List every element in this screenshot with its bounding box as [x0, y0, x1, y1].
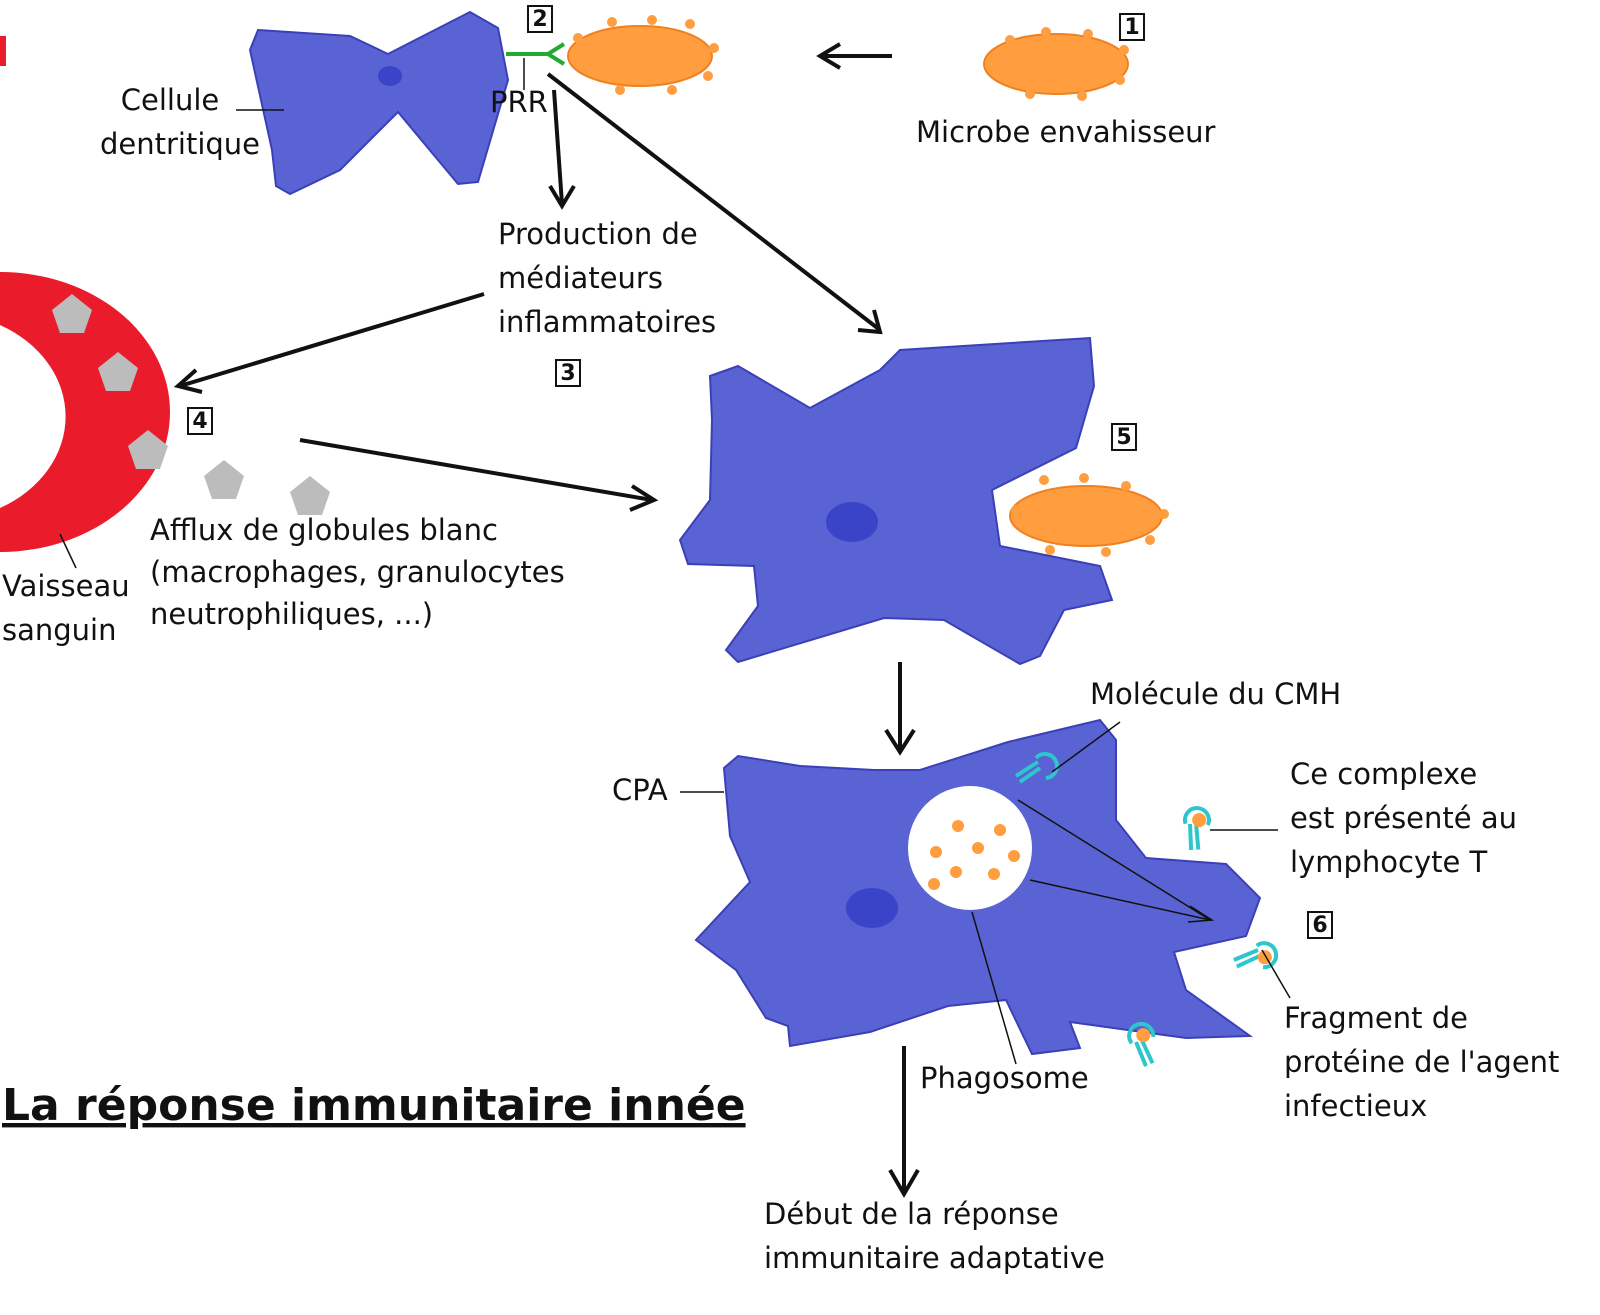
mediators-label-line3: inflammatoires [498, 305, 716, 339]
arrow-microbe-to-dc [816, 42, 892, 70]
complex-label-line1: Ce complexe [1290, 757, 1477, 791]
leukocyte [204, 460, 244, 499]
step-3: 3 [555, 359, 581, 387]
step-4: 4 [187, 407, 213, 435]
microbe-engulfed [1009, 473, 1169, 557]
arrow-dc-to-phagocyte [546, 72, 883, 335]
leukocyte [128, 430, 168, 469]
dendritic-cell [248, 10, 566, 196]
fragment-label-line2: protéine de l'agent [1284, 1045, 1559, 1079]
arrow-leukocytes-to-phagocyte [299, 438, 659, 512]
step-6-label: 6 [1312, 913, 1327, 938]
step-5: 5 [1111, 423, 1137, 451]
complex-label-line2: est présenté au [1290, 801, 1517, 835]
cpa-label: CPA [612, 773, 668, 807]
leukocyte [98, 352, 138, 391]
step-3-label: 3 [560, 361, 575, 386]
leukocyte [290, 476, 330, 515]
adaptive-label-line2: immunitaire adaptative [764, 1241, 1105, 1275]
step-1: 1 [1119, 13, 1145, 41]
blood-vessel-label-line1: Vaisseau [2, 569, 130, 603]
mhc-molecules [1014, 752, 1280, 1070]
arrow-apc-to-adaptive [888, 1046, 920, 1198]
page-title: La réponse immunitaire innée [2, 1080, 746, 1131]
step-6: 6 [1307, 911, 1333, 939]
labels: Cellule dentritique PRR Microbe envahiss… [2, 83, 1559, 1275]
mhc-complex [1170, 801, 1219, 856]
fragment-label-line3: infectieux [1284, 1089, 1427, 1123]
mediators-label-line1: Production de [498, 217, 698, 251]
white-cells-label-line2: (macrophages, granulocytes [150, 555, 565, 589]
blood-vessel-label-line2: sanguin [2, 613, 117, 647]
fragment-label-line1: Fragment de [1284, 1001, 1468, 1035]
mhc-complex [1122, 1020, 1161, 1070]
complex-label-line3: lymphocyte T [1290, 845, 1488, 879]
white-cells-label-line1: Afflux de globules blanc [150, 513, 498, 547]
microbe-invader [983, 27, 1129, 101]
nucleus [846, 888, 898, 928]
step-4-label: 4 [192, 409, 207, 434]
mediators-label-line2: médiateurs [498, 261, 663, 295]
apc-cell [694, 718, 1262, 1056]
mhc-complex [1230, 936, 1280, 975]
leukocyte [52, 294, 92, 333]
microbe-label: Microbe envahisseur [916, 115, 1216, 149]
step-markers: 1 2 3 4 5 6 [187, 5, 1333, 939]
arrow-mediators-to-vessel [173, 292, 485, 394]
mhc-label: Molécule du CMH [1090, 677, 1341, 711]
phagosome-label: Phagosome [920, 1061, 1089, 1095]
arrow-dc-to-mediators [548, 89, 576, 210]
step-2: 2 [527, 5, 553, 33]
phagocyte-cell [678, 336, 1114, 666]
arrow-phagocyte-to-apc [884, 662, 916, 756]
nucleus [826, 502, 878, 542]
microbe-bound [567, 15, 719, 95]
dendritic-cell-label-line2: dentritique [100, 127, 260, 161]
step-2-label: 2 [532, 7, 547, 32]
flow-arrows [173, 42, 920, 1198]
dendritic-cell-label-line1: Cellule [121, 83, 219, 117]
step-5-label: 5 [1116, 425, 1131, 450]
red-edge-mark [0, 36, 6, 66]
blood-vessel [0, 272, 330, 552]
white-cells-label-line3: neutrophiliques, ...) [150, 597, 433, 631]
leader-lines [59, 58, 1291, 1065]
step-1-label: 1 [1124, 15, 1139, 40]
nucleus [378, 66, 402, 86]
phagosome [908, 786, 1032, 910]
prr-label: PRR [490, 85, 548, 119]
adaptive-label-line1: Début de la réponse [764, 1197, 1059, 1231]
